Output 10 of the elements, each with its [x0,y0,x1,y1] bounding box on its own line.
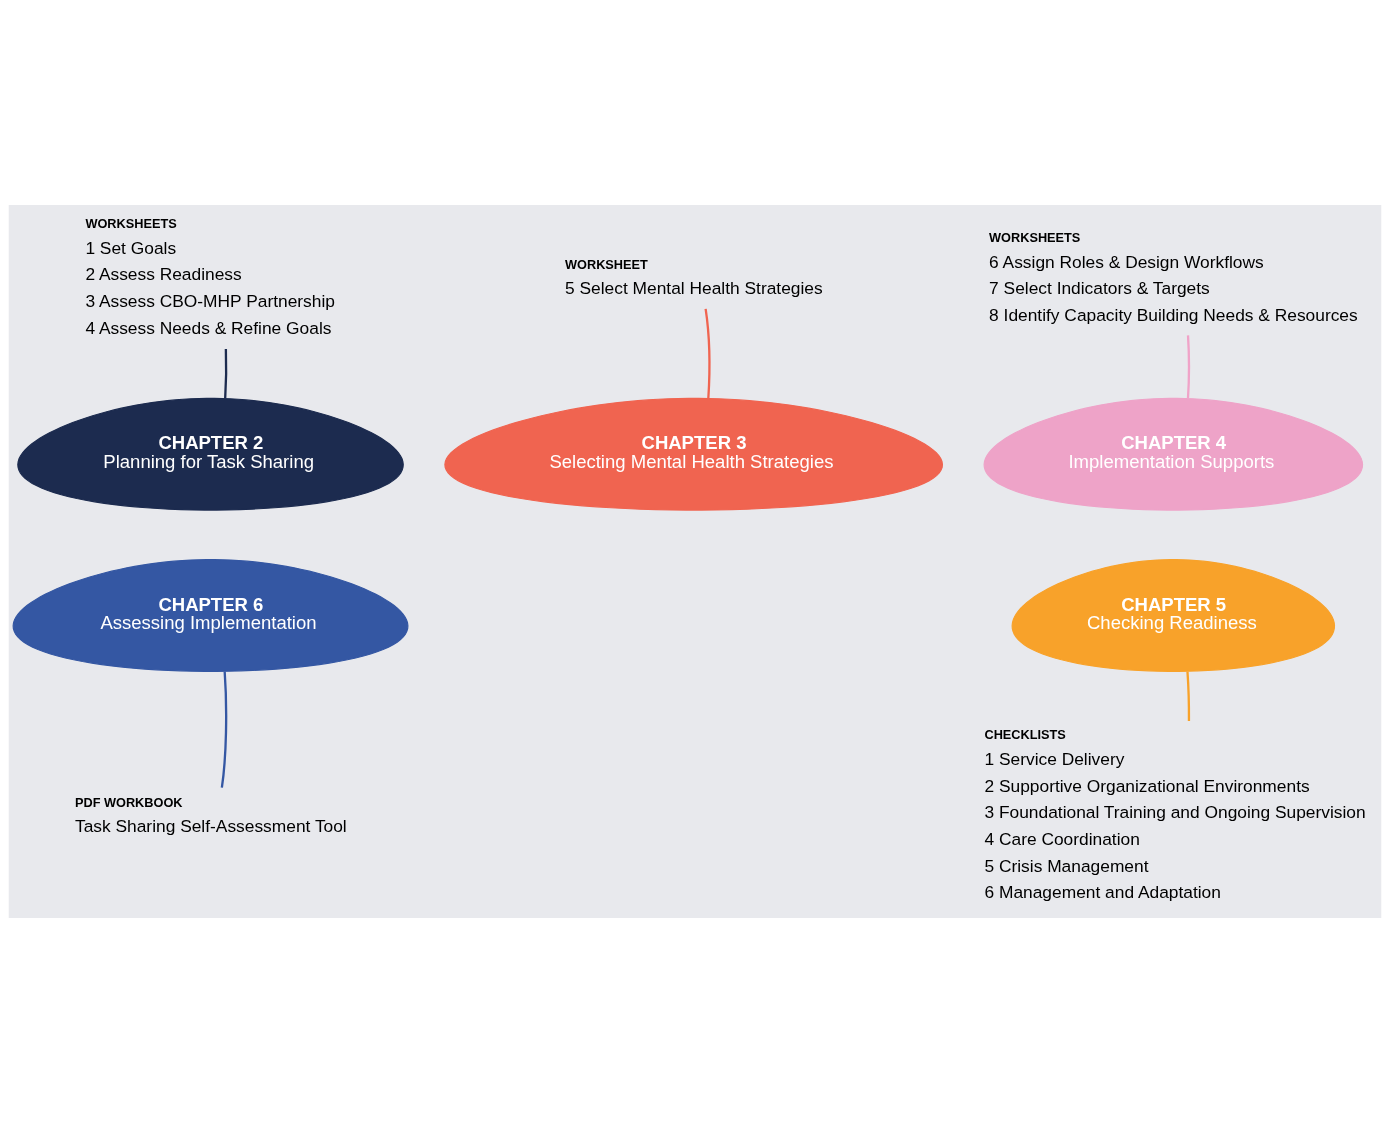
node-text: CHECKLISTS 1 Service Delivery 2 Supportive Organizational Environments 3 Foundational Training and Ongoing Supervision 4 Care Coordination 5 Crisis Management 6 Management and Adaptation [984,726,1366,902]
connector [1186,671,1191,721]
node-text: WORKSHEET 5 Select Mental Health Strategies [565,255,823,298]
connector [1186,334,1191,398]
node-text: PDF WORKBOOK Task Sharing Self-Assessment Tool [74,794,347,836]
connector [220,671,228,788]
node-text: WORKSHEETS 1 Set Goals 2 Assess Readiness 3 Assess CBO-MHP Partnership 4 Assess Needs & Refine Goals [85,215,335,338]
connector [224,348,228,398]
node-text: WORKSHEETS 6 Assign Roles & Design Workflows 7 Select Indicators & Targets 8 Identify Capacity Building Needs & Resources [989,229,1358,325]
connector [704,308,711,398]
